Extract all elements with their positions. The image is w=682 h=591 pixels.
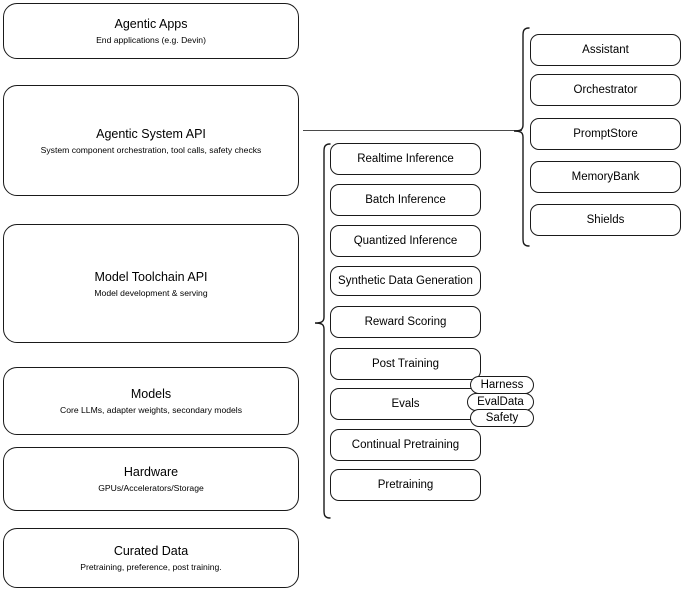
component-realtime-inference[interactable]: Realtime Inference [330, 143, 481, 175]
component-label: Post Training [371, 358, 440, 370]
layer-subtitle: Model development & serving [94, 287, 208, 298]
subcomponent-label: EvalData [477, 395, 524, 408]
component-promptstore[interactable]: PromptStore [530, 118, 681, 150]
component-label: Assistant [582, 44, 629, 56]
layer-subtitle: GPUs/Accelerators/Storage [98, 483, 204, 493]
subcomponent-label: Safety [485, 411, 519, 424]
layer-title: Model Toolchain API [94, 269, 208, 284]
component-label: Batch Inference [365, 194, 446, 206]
layer-model-toolchain-api[interactable]: Model Toolchain API Model development & … [3, 224, 299, 343]
component-label: PromptStore [573, 128, 638, 140]
brace-model-toolchain-components [312, 142, 332, 520]
layer-hardware[interactable]: Hardware GPUs/Accelerators/Storage [3, 447, 299, 511]
component-label: Shields [586, 214, 625, 226]
layer-agentic-system-api[interactable]: Agentic System API System component orch… [3, 85, 299, 196]
component-post-training[interactable]: Post Training [330, 348, 481, 380]
component-label: Continual Pretraining [351, 439, 460, 451]
component-label: Synthetic Data Generation [338, 275, 473, 287]
component-quantized-inference[interactable]: Quantized Inference [330, 225, 481, 257]
layer-agentic-apps[interactable]: Agentic Apps End applications (e.g. Devi… [3, 3, 299, 59]
layer-models[interactable]: Models Core LLMs, adapter weights, secon… [3, 367, 299, 435]
subcomponent-harness[interactable]: Harness [470, 376, 534, 394]
component-label: Reward Scoring [364, 316, 447, 328]
subcomponent-safety[interactable]: Safety [470, 409, 534, 427]
layer-title: Models [130, 387, 172, 401]
brace-agentic-system-components [512, 26, 532, 248]
component-label: Pretraining [377, 479, 434, 491]
layer-title: Agentic System API [96, 126, 206, 141]
layer-subtitle: End applications (e.g. Devin) [96, 35, 206, 45]
connector-agentic-system-to-components [303, 130, 522, 132]
component-label: Realtime Inference [357, 153, 454, 165]
layer-curated-data[interactable]: Curated Data Pretraining, preference, po… [3, 528, 299, 588]
subcomponent-label: Harness [480, 378, 524, 391]
layer-title: Curated Data [113, 544, 189, 558]
component-label: Orchestrator [573, 84, 638, 96]
component-pretraining[interactable]: Pretraining [330, 469, 481, 501]
layer-subtitle: System component orchestration, tool cal… [40, 144, 262, 155]
layer-title: Agentic Apps [114, 17, 188, 31]
component-continual-pretraining[interactable]: Continual Pretraining [330, 429, 481, 461]
component-label: Quantized Inference [353, 235, 458, 247]
layer-subtitle: Pretraining, preference, post training. [80, 562, 222, 572]
component-assistant[interactable]: Assistant [530, 34, 681, 66]
component-synthetic-data-generation[interactable]: Synthetic Data Generation [330, 266, 481, 296]
component-evals[interactable]: Evals [330, 388, 481, 420]
component-memorybank[interactable]: MemoryBank [530, 161, 681, 193]
component-reward-scoring[interactable]: Reward Scoring [330, 306, 481, 338]
layer-subtitle: Core LLMs, adapter weights, secondary mo… [60, 405, 242, 415]
layer-title: Hardware [123, 465, 179, 479]
component-shields[interactable]: Shields [530, 204, 681, 236]
component-label: MemoryBank [571, 171, 640, 183]
component-batch-inference[interactable]: Batch Inference [330, 184, 481, 216]
component-label: Evals [391, 398, 420, 410]
component-orchestrator[interactable]: Orchestrator [530, 74, 681, 106]
